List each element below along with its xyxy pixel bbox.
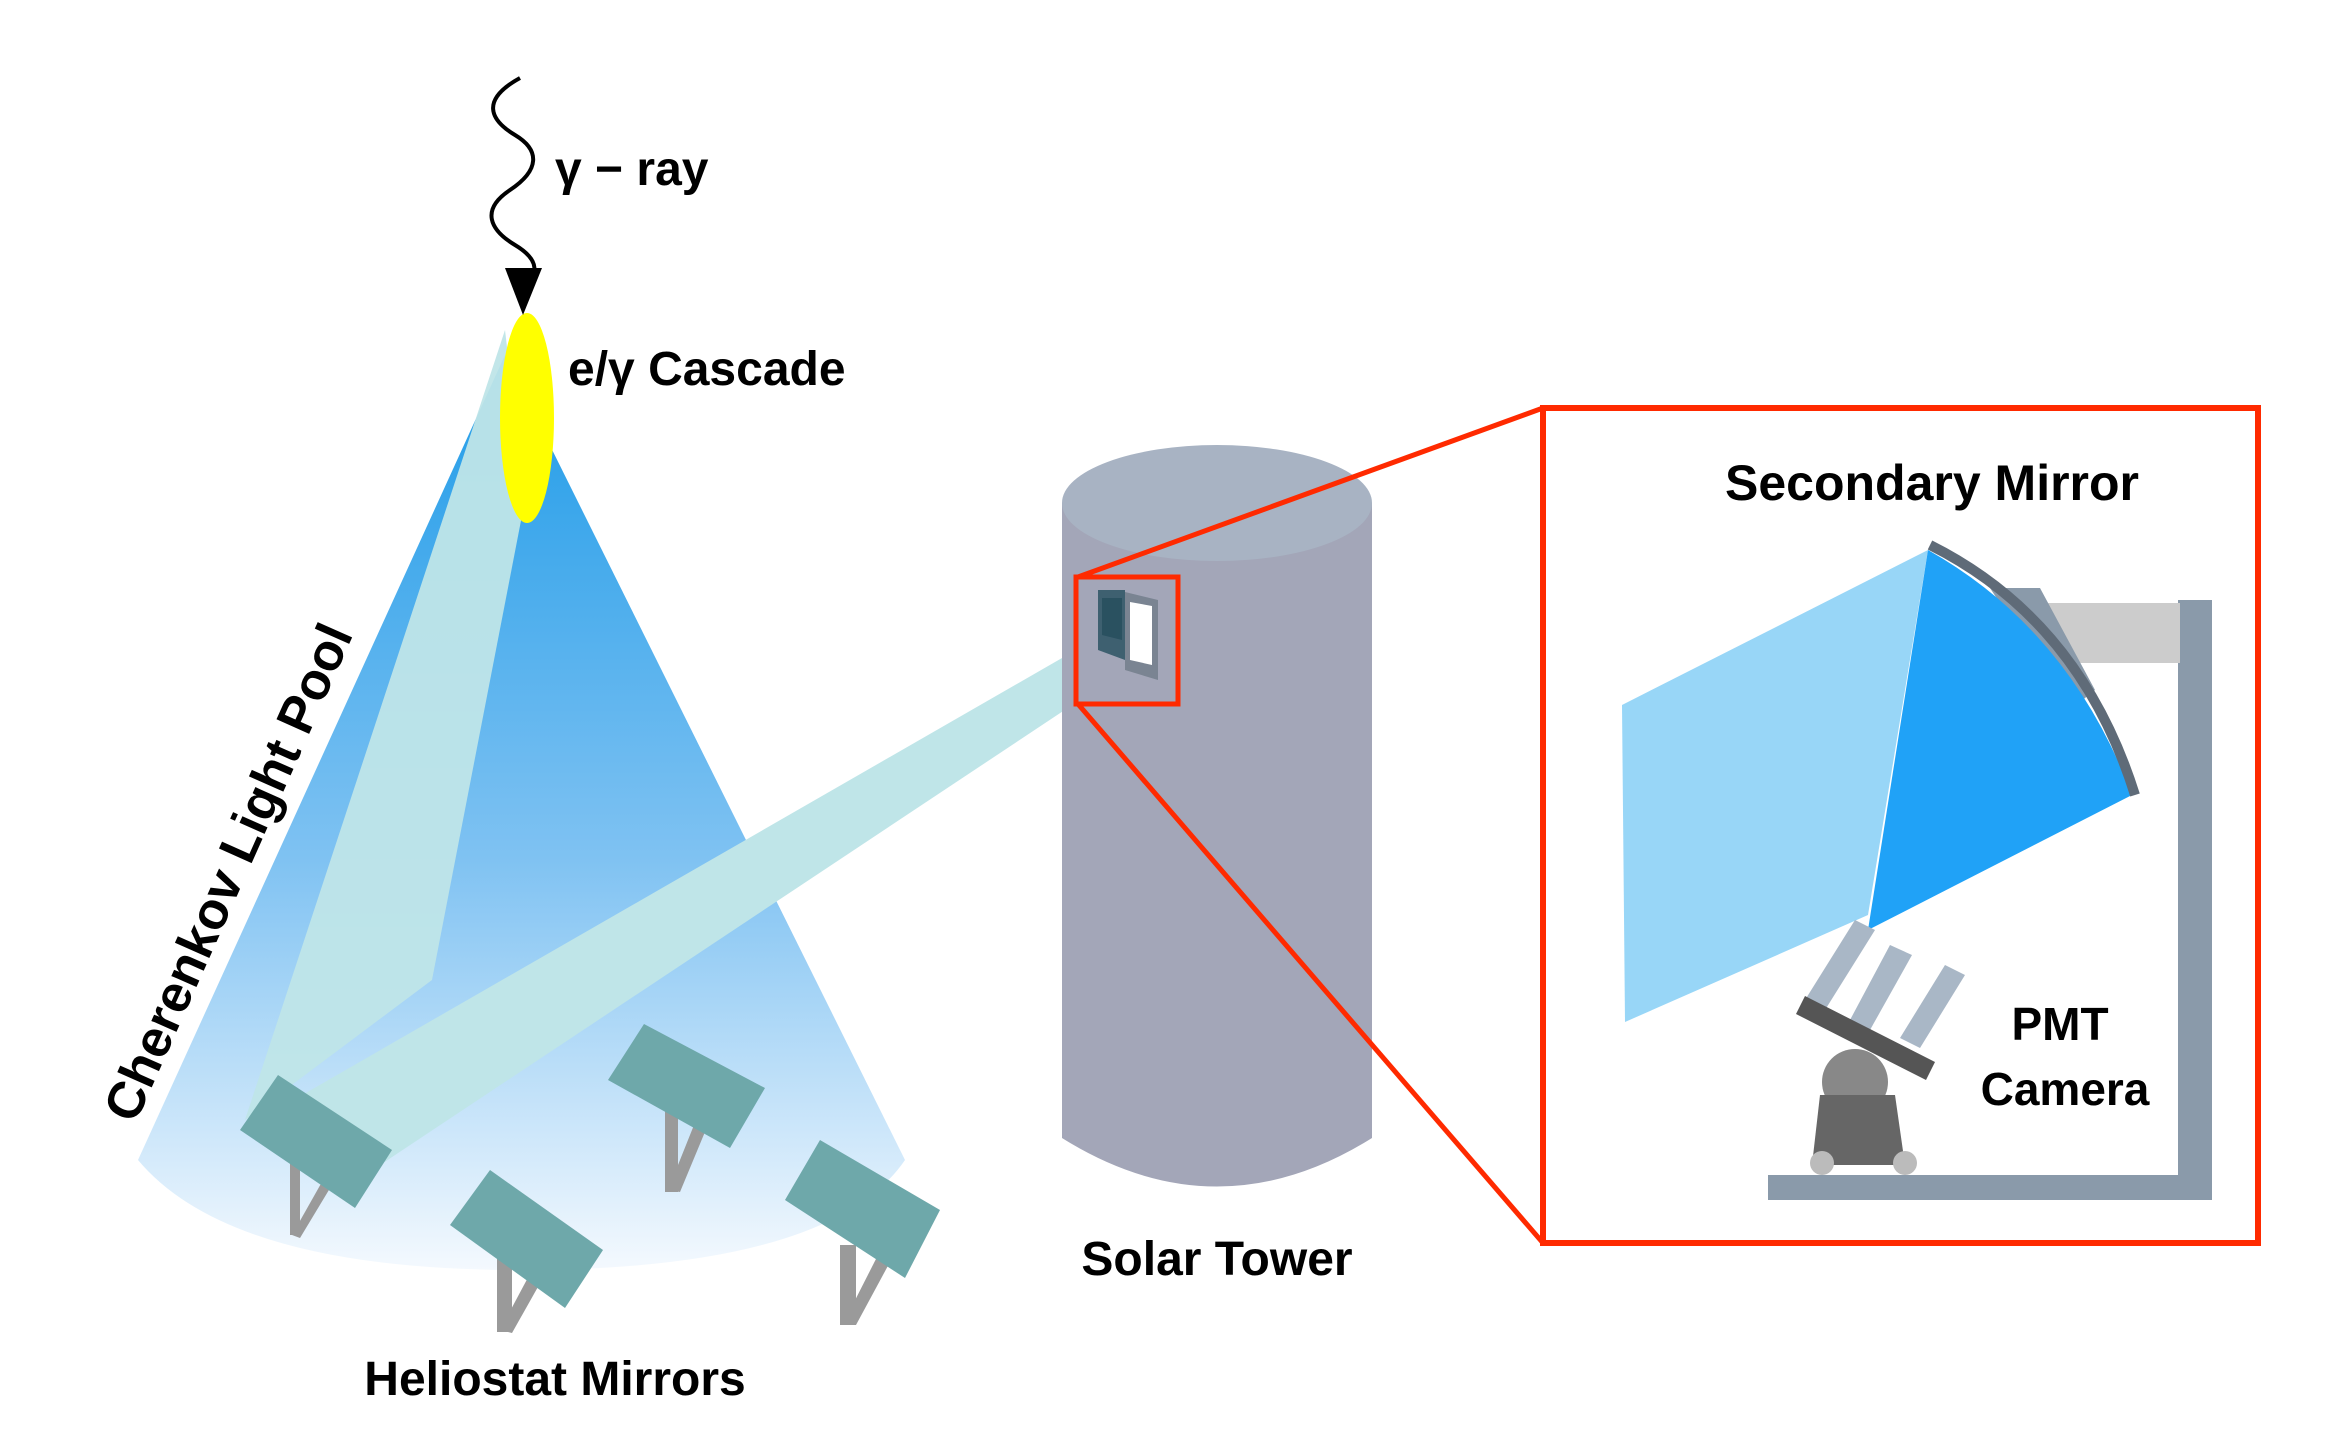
secondary-optics-inset [1622, 540, 2212, 1200]
gamma-ray-arrowhead [505, 268, 542, 315]
zoom-line-bottom [1076, 702, 1545, 1245]
solar-tower-label: Solar Tower [1081, 1233, 1352, 1286]
zoom-line-top [1077, 405, 1544, 580]
gamma-ray-arrow [489, 76, 537, 295]
heliostat-mirror-1 [240, 1075, 392, 1238]
cherenkov-beam-in [245, 330, 525, 1120]
gamma-ray-label: γ − ray [555, 143, 709, 196]
secondary-mirror-label: Secondary Mirror [1725, 455, 2139, 511]
cascade-ellipse [500, 313, 554, 523]
heliostat-label: Heliostat Mirrors [364, 1353, 745, 1406]
reflected-beam-to-tower [250, 616, 1140, 1175]
heliostat-mirror-3 [450, 1170, 603, 1333]
solar-tower [1062, 445, 1372, 1187]
cascade-label: e/γ Cascade [568, 343, 846, 396]
heliostat-mirror-2 [608, 1024, 765, 1192]
heliostat-mirror-4 [785, 1140, 940, 1325]
camera-label: Camera [1981, 1063, 2150, 1115]
tower-aperture-highlight [1073, 574, 1181, 707]
pmt-label: PMT [2011, 998, 2108, 1050]
